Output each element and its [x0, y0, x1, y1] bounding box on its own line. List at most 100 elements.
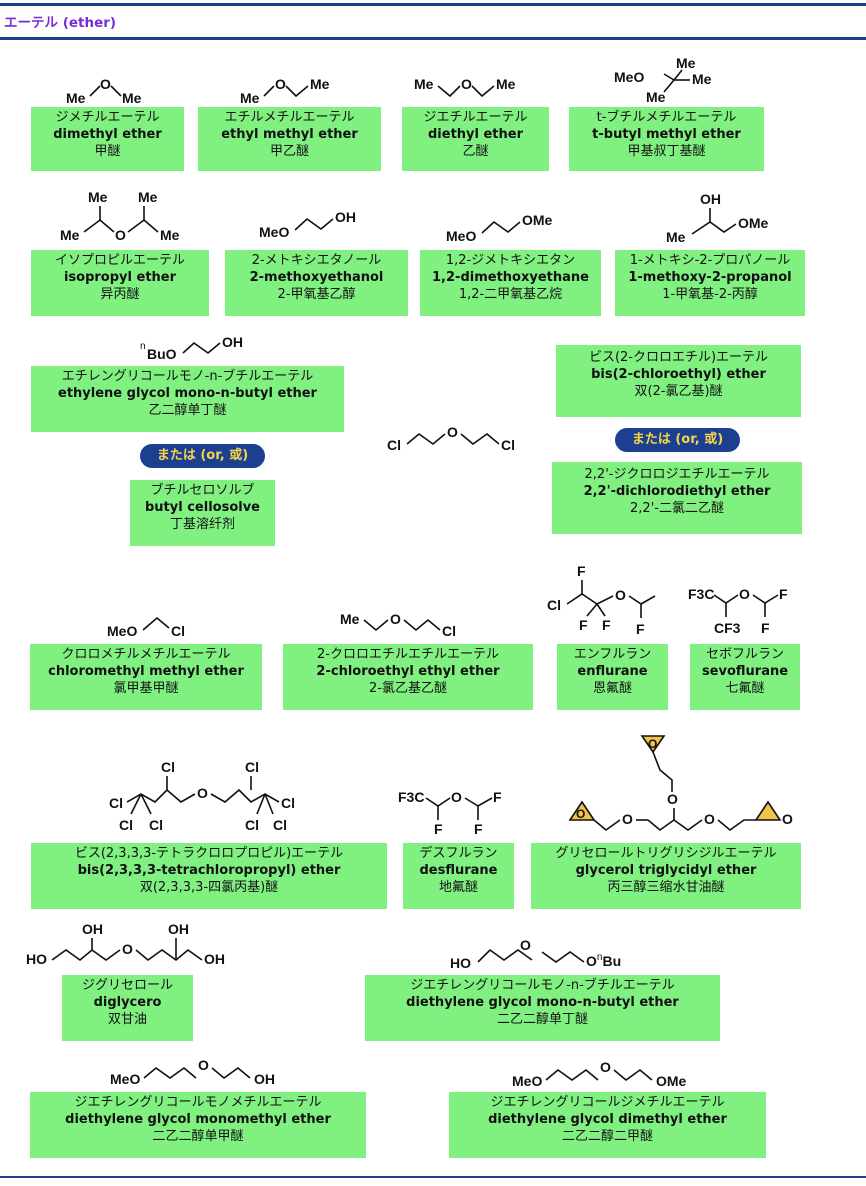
atom-label: MeO	[446, 228, 476, 244]
atom-label: Me	[122, 90, 142, 106]
compound-name-en: 2-chloroethyl ethyl ether	[316, 664, 500, 679]
structure-ethyl-methyl-ether: Me O Me	[240, 76, 330, 106]
atom-label: OMe	[522, 212, 553, 228]
atom-label: Me	[340, 611, 360, 627]
compound-name-zh: 地氟醚	[438, 880, 478, 895]
or-connector: または (or, 或)	[140, 444, 265, 468]
atom-label: O	[615, 587, 626, 603]
compound-name-zh: 2,2'-二氯二乙醚	[630, 501, 724, 516]
atom-label: OH	[254, 1071, 275, 1087]
atom-label: OMe	[738, 215, 769, 231]
compound-name-ja: クロロメチルメチルエーテル	[61, 647, 231, 662]
atom-label: BuO	[147, 346, 177, 362]
compound-name-zh: 乙醚	[462, 144, 489, 159]
compound-name-en: glycerol triglycidyl ether	[575, 863, 757, 878]
atom-label: Me	[240, 90, 260, 106]
compound-name-zh: 甲基叔丁基醚	[627, 144, 706, 159]
atom-label: Cl	[501, 437, 515, 453]
atom-label: Cl	[387, 437, 401, 453]
atom-label: Cl	[171, 623, 185, 639]
atom-label: F3C	[688, 586, 714, 602]
compound-name-zh: 乙二醇单丁醚	[148, 403, 227, 418]
compound-name-en: diethylene glycol dimethyl ether	[488, 1112, 727, 1127]
atom-label: Me	[310, 76, 330, 92]
atom-label: Me	[138, 189, 158, 205]
atom-label: OH	[700, 191, 721, 207]
atom-label: MeO	[512, 1073, 542, 1089]
compound-name-zh: 氯甲基甲醚	[113, 681, 179, 696]
compound-name-zh: 2-甲氧基乙醇	[277, 287, 356, 302]
compound-name-ja: エンフルラン	[573, 647, 652, 662]
atom-label: F3C	[398, 789, 424, 805]
compound-name-zh: 丁基溶纤剂	[169, 517, 235, 532]
atom-label: OH	[204, 951, 225, 967]
compound-name-ja: ジメチルエーテル	[55, 110, 160, 125]
atom-label: Me	[676, 55, 696, 71]
atom-label: O	[576, 807, 585, 821]
atom-label: F	[434, 821, 443, 836]
structure-butyl-glycol: n BuO OH	[140, 335, 243, 362]
compound-name-en: desflurane	[419, 863, 498, 878]
top-rule	[0, 3, 866, 6]
structure-diethylene-glycol-monomethyl-ether: MeO O OH	[110, 1057, 275, 1087]
structure-chloromethyl-methyl-ether: MeO Cl	[107, 616, 185, 639]
atom-label: MeO	[107, 623, 137, 639]
compound-name-en: sevoflurane	[701, 664, 789, 679]
structure-tetrachloropropyl-ether: Cl Cl Cl Cl O Cl Cl Cl Cl	[109, 759, 295, 833]
structure-diethyl-ether: Me O Me	[414, 76, 516, 98]
compound-card: ブチルセロソルブ butyl cellosolve 丁基溶纤剂	[130, 480, 275, 546]
compound-name-ja: ジエチルエーテル	[423, 110, 528, 125]
compound-card: デスフルラン desflurane 地氟醚	[403, 843, 514, 909]
atom-label: Me	[160, 227, 180, 243]
compound-name-en: butyl cellosolve	[144, 500, 260, 515]
atom-label: Cl	[442, 623, 456, 639]
atom-label: n	[140, 341, 146, 352]
compound-name-ja: セボフルラン	[705, 647, 784, 662]
compound-card: t-ブチルメチルエーテル t-butyl methyl ether 甲基叔丁基醚	[569, 107, 764, 171]
compound-name-zh: 二乙二醇单丁醚	[496, 1012, 588, 1027]
compound-name-ja: グリセロールトリグリシジルエーテル	[555, 846, 777, 861]
compound-card: ジグリセロール diglycero 双甘油	[62, 975, 193, 1041]
atom-label: Cl	[281, 795, 295, 811]
compound-name-zh: 双(2-氯乙基)醚	[634, 384, 723, 399]
compound-name-en: diglycero	[93, 995, 162, 1010]
structure-glycerol-triglycidyl-ether: O O O O O O	[568, 735, 793, 832]
compound-name-ja: ブチルセロソルブ	[150, 483, 255, 498]
atom-label: F	[761, 620, 770, 636]
page-title: エーテル (ether)	[4, 15, 117, 31]
compound-name-ja: 1,2-ジメトキシエタン	[445, 253, 576, 268]
atom-label: OH	[335, 209, 356, 225]
compound-card: セボフルラン sevoflurane 七氟醚	[690, 644, 800, 710]
compound-name-en: bis(2-chloroethyl) ether	[591, 367, 766, 382]
compound-name-en: diethylene glycol monomethyl ether	[65, 1112, 331, 1127]
compound-card: ジエチレングリコールモノ-n-ブチルエーテル diethylene glycol…	[365, 975, 720, 1041]
structure-diglycerol: OH HO O OH OH	[26, 921, 225, 967]
compound-name-en: 1-methoxy-2-propanol	[628, 270, 792, 285]
atom-label: Me	[88, 189, 108, 205]
structure-tbutyl-methyl-ether: Me MeO Me Me	[614, 55, 712, 105]
compound-name-zh: 双甘油	[107, 1012, 147, 1027]
atom-label: Me	[646, 89, 666, 105]
atom-label: Cl	[245, 817, 259, 833]
atom-label: Cl	[119, 817, 133, 833]
compound-name-ja: イソプロピルエーテル	[54, 253, 185, 268]
atom-label: F	[577, 563, 586, 579]
compound-name-en: 2,2'-dichlorodiethyl ether	[583, 484, 771, 499]
compound-name-ja: デスフルラン	[419, 846, 498, 861]
atom-label: O	[122, 941, 133, 957]
compound-name-ja: 2-クロロエチルエチルエーテル	[317, 647, 499, 662]
compound-name-en: t-butyl methyl ether	[592, 127, 741, 142]
atom-label: Cl	[161, 759, 175, 775]
compound-name-ja: ビス(2-クロロエチル)エーテル	[588, 350, 769, 365]
compound-name-ja: エチレングリコールモノ-n-ブチルエーテル	[61, 369, 314, 384]
atom-label: O	[600, 1059, 611, 1075]
compound-card: 2,2'-ジクロロジエチルエーテル 2,2'-dichlorodiethyl e…	[552, 462, 802, 534]
compound-name-ja: ビス(2,3,3,3-テトラクロロプロピル)エーテル	[74, 846, 344, 861]
compound-name-zh: 1-甲氧基-2-丙醇	[662, 287, 758, 302]
atom-label: O	[739, 586, 750, 602]
compound-card: ジメチルエーテル dimethyl ether 甲醚	[31, 107, 184, 171]
atom-label: Me	[692, 71, 712, 87]
compound-name-ja: ジエチレングリコールジメチルエーテル	[490, 1095, 725, 1110]
compound-card: エンフルラン enflurane 恩氟醚	[557, 644, 668, 710]
atom-label: O	[100, 76, 111, 92]
